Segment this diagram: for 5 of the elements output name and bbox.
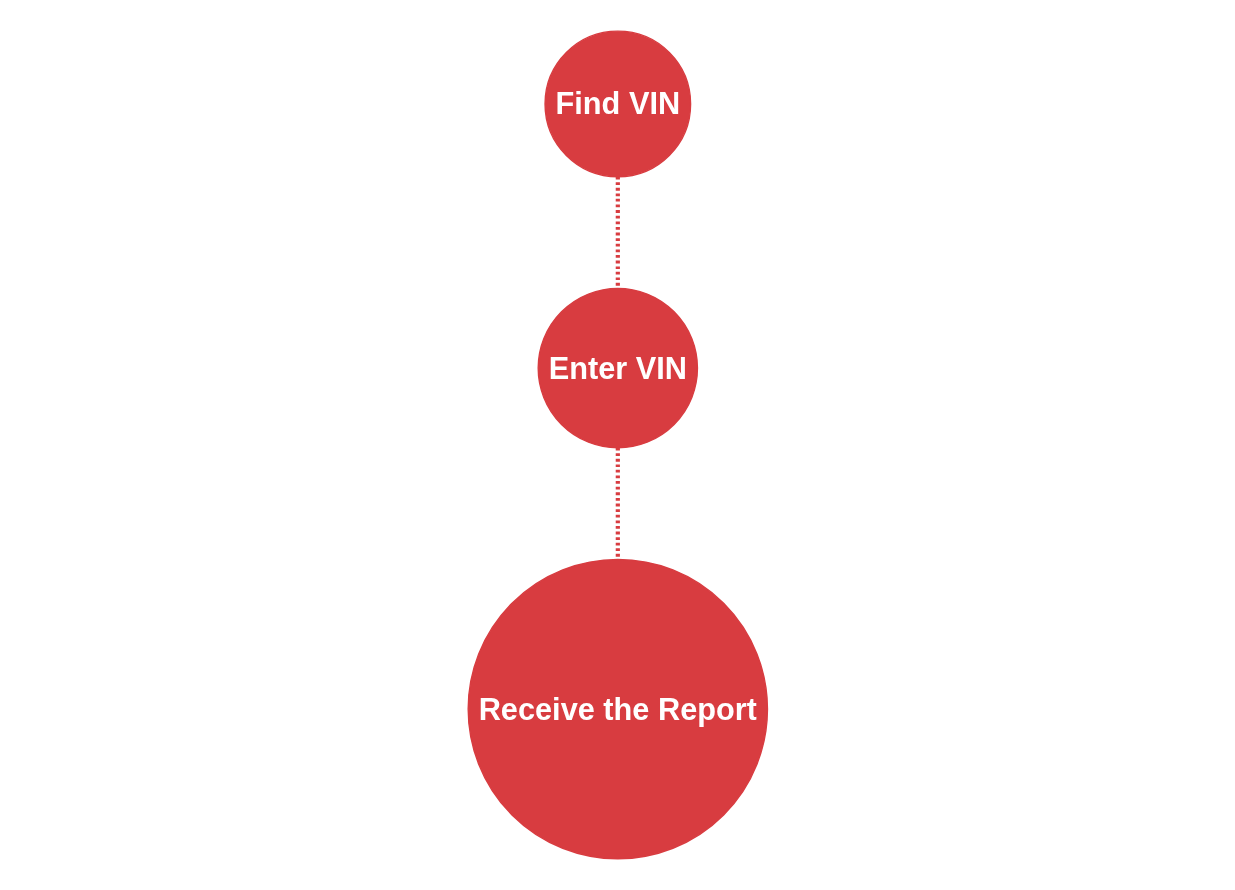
node-circle: Enter VIN xyxy=(537,287,698,449)
node-circle: Receive the Report xyxy=(467,558,768,860)
connector xyxy=(615,447,620,560)
connector xyxy=(615,176,620,289)
node-circle: Find VIN xyxy=(544,30,691,178)
